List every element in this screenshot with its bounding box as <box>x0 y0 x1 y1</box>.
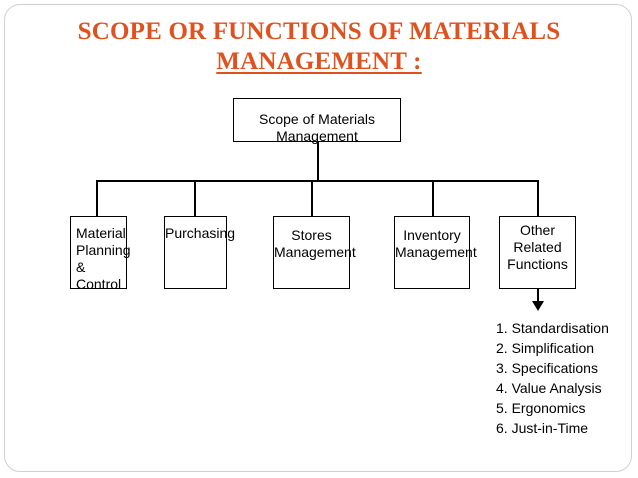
node-stores-management-label: Stores Management <box>274 227 356 260</box>
root-node: Scope of Materials Management <box>233 98 401 144</box>
node-inventory-management: Inventory Management <box>394 216 477 289</box>
list-item: 5. Ergonomics <box>496 400 586 416</box>
node-material-planning: Material Planning & Control <box>70 216 131 292</box>
connector-1 <box>96 180 98 217</box>
list-item: 6. Just-in-Time <box>496 420 589 436</box>
root-connector <box>317 142 319 181</box>
connector-3 <box>311 180 313 217</box>
arrow-down-icon <box>532 301 544 311</box>
list-item: 3. Specifications <box>496 360 598 376</box>
horizontal-bus <box>96 180 539 182</box>
arrow-shaft <box>537 289 539 303</box>
node-other-functions: Other Related Functions <box>499 216 576 289</box>
slide-frame <box>4 4 632 472</box>
connector-2 <box>194 180 196 217</box>
connector-5 <box>537 180 539 217</box>
slide-title-line-2-text: MANAGEMENT : <box>216 48 422 75</box>
list-item: 4. Value Analysis <box>496 380 602 396</box>
node-other-functions-label: Other Related Functions <box>507 222 568 272</box>
list-item: 1. Standardisation <box>496 320 609 336</box>
list-item: 2. Simplification <box>496 340 595 356</box>
other-functions-list: 1. Standardisation 2. Simplification 3. … <box>496 318 609 438</box>
node-material-planning-label: Material Planning & Control <box>76 225 131 292</box>
connector-4 <box>432 180 434 217</box>
node-purchasing: Purchasing <box>164 216 236 289</box>
node-inventory-management-label: Inventory Management <box>395 227 477 260</box>
node-stores-management: Stores Management <box>273 216 356 289</box>
root-node-label: Scope of Materials Management <box>259 111 375 144</box>
node-purchasing-label: Purchasing <box>165 225 236 241</box>
slide-title-line-2: MANAGEMENT : <box>0 48 638 76</box>
slide-title-line-1: SCOPE OR FUNCTIONS OF MATERIALS <box>77 18 561 45</box>
